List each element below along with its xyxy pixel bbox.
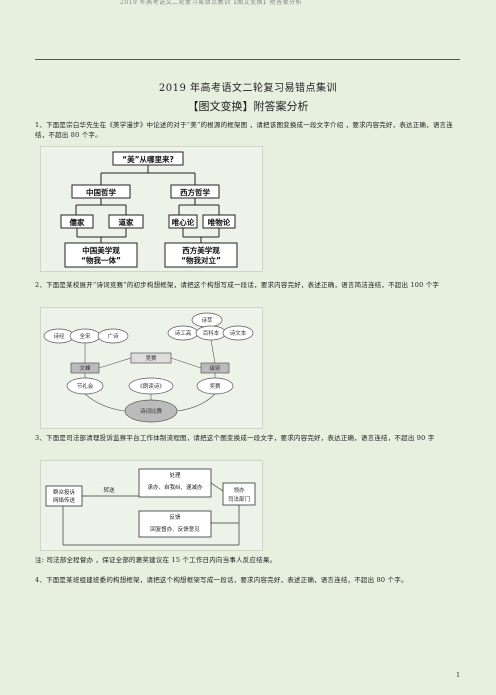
doc-title: 2019 年高考语文二轮复习易错点集训	[158, 83, 338, 94]
question-3-text: 3、下面是司法部清理投诉监察平台工作体制流程图，请把这个图变换成一段文字，要求内…	[35, 434, 435, 442]
node-baikeben: 百科本	[203, 329, 220, 337]
node-quansong: 全宋	[79, 332, 91, 340]
node-shiwenben: 诗文本	[230, 329, 247, 337]
node-poetry-match: 诗词比赛	[140, 407, 163, 415]
node-taoism: 道家	[119, 217, 134, 227]
question-2-text: 2、下面是某校展开“诗词竞赛”的初步构想框架，请把这个构想写成一段话，要求内容完…	[35, 281, 440, 289]
node-guangshi: 广诗	[107, 332, 119, 340]
doc-subtitle: 【图文变换】附答案分析	[187, 100, 309, 113]
node-langdushi: 《朗读诗》	[137, 382, 165, 390]
node-western-philosophy: 西方哲学	[180, 187, 210, 197]
page-header: 2019 年高考语文二轮复习易错点集训【图文变换】附答案分析	[120, 0, 303, 5]
node-confucianism: 儒家	[69, 217, 85, 227]
node-idealism: 唯心论	[172, 217, 195, 227]
node-wenfeng: 文峰	[79, 364, 91, 372]
node-lead: 领办	[233, 486, 245, 494]
figure-2-poetry-contest: 诗经 全宋 广诗 诗萃 诗工高 百科本 诗文本 竞赛 文峰 级别 节礼会 《朗读…	[40, 307, 263, 429]
page-number: 1	[456, 672, 460, 679]
node-network: 网络传送	[53, 496, 76, 504]
figure-3-complaint-flow: 群众投诉 网络传送 转送 处理 承办、自我纠、速减办 领办 司法部门 反馈 回复…	[40, 460, 263, 551]
node-shijing: 诗经	[53, 332, 65, 340]
node-materialism: 唯物论	[208, 217, 231, 227]
node-western-aesthetics-title: 西方美学观	[182, 245, 220, 255]
node-complaint: 群众投诉	[53, 488, 76, 496]
node-root: “美”从哪里来?	[122, 154, 174, 164]
node-western-aesthetics-sub: “物我对立”	[181, 255, 221, 265]
figure-1-beauty-origin: “美”从哪里来? 中国哲学 西方哲学 儒家 道家 唯心论 唯物论 中国美学观 “…	[40, 146, 263, 272]
node-chinese-aesthetics-title: 中国美学观	[82, 245, 120, 255]
node-jielihui: 节礼会	[77, 382, 94, 390]
node-contest: 竞赛	[145, 354, 157, 362]
header-rule	[35, 59, 460, 60]
question-1-text: 1、下面是宗白华先生在《美学漫步》中论述的对于“美”的根源的框架图 ，请把该图变…	[35, 121, 453, 139]
node-feedback-body: 回复督办、反馈意见	[150, 525, 200, 533]
question-3-note: 注: 司法部全程督办 ，保证全部的褒奖建议在 15 个工作日内向当事人反应结果。	[35, 556, 277, 564]
node-forward: 转送	[103, 486, 115, 494]
node-shicui: 诗萃	[201, 316, 213, 324]
node-feedback-title: 反馈	[169, 513, 181, 521]
node-process-title: 处理	[169, 471, 181, 479]
node-shigonggao: 诗工高	[175, 329, 192, 337]
node-level: 级别	[209, 364, 220, 372]
node-jiangsai: 奖赛	[209, 382, 221, 390]
node-chinese-aesthetics-sub: “物我一体”	[81, 255, 121, 265]
node-process-body: 承办、自我纠、速减办	[147, 483, 203, 491]
question-4-text: 4、下面是某班组建班委的构想框架，请把这个构想框架写成一段话，要求内容完好，表述…	[35, 576, 408, 584]
node-chinese-philosophy: 中国哲学	[86, 187, 116, 197]
node-justice-dept: 司法部门	[228, 495, 250, 503]
